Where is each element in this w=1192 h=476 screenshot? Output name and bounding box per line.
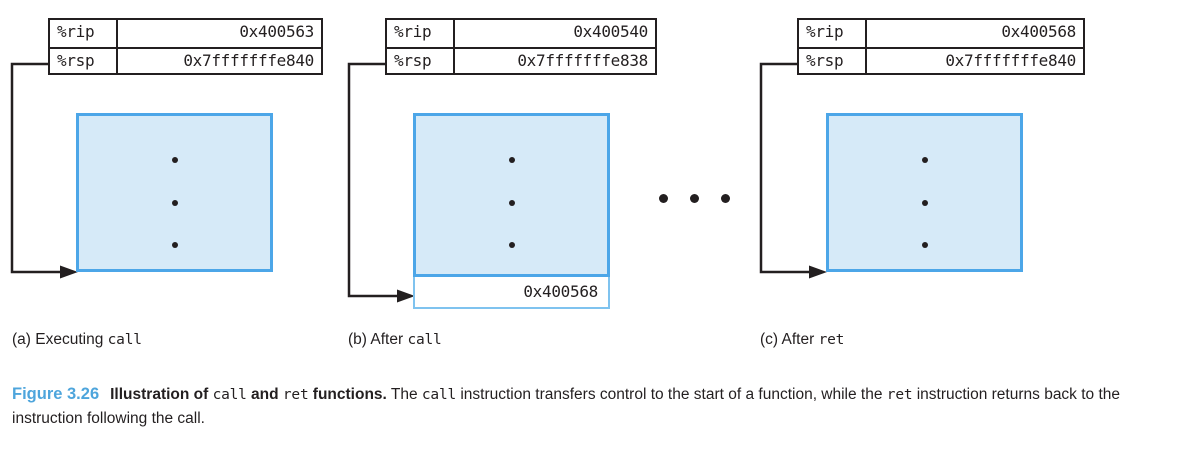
stack-pointer-connector-a: [10, 62, 78, 279]
figure-title-mid: and: [246, 386, 283, 403]
figure-title-call: call: [212, 387, 247, 403]
register-name: %rip: [799, 20, 867, 47]
stack-box-panel-c: [826, 113, 1023, 272]
panel-caption-a-text: (a) Executing: [12, 331, 108, 348]
register-value: 0x400568: [1001, 22, 1076, 41]
panel-caption-b-text: (b) After: [348, 331, 408, 348]
register-row-rsp: %rsp 0x7fffffffe838: [387, 47, 655, 74]
panel-caption-c: (c) After ret: [760, 330, 844, 350]
register-name: %rsp: [387, 49, 455, 74]
register-name: %rip: [50, 20, 118, 47]
pushed-return-address: 0x400568: [523, 282, 598, 301]
register-row-rsp: %rsp 0x7fffffffe840: [799, 47, 1083, 74]
panel-caption-c-mono: ret: [818, 332, 845, 348]
register-value: 0x7fffffffe838: [517, 51, 648, 70]
register-name: %rsp: [50, 49, 118, 74]
panel-caption-b: (b) After call: [348, 330, 442, 350]
stack-box-panel-b: [413, 113, 610, 277]
stack-vertical-ellipsis-a: [79, 157, 270, 248]
figure-title-post: functions.: [308, 386, 387, 403]
register-value: 0x400563: [239, 22, 314, 41]
panel-caption-c-text: (c) After: [760, 331, 819, 348]
register-table-panel-b: %rip 0x400540 %rsp 0x7fffffffe838: [385, 18, 657, 75]
register-row-rsp: %rsp 0x7fffffffe840: [50, 47, 321, 74]
panel-caption-a-mono: call: [107, 332, 142, 348]
stack-pointer-connector-b: [347, 62, 415, 303]
stack-box-panel-a: [76, 113, 273, 272]
register-table-panel-a: %rip 0x400563 %rsp 0x7fffffffe840: [48, 18, 323, 75]
register-value: 0x7fffffffe840: [183, 51, 314, 70]
figure-number: Figure 3.26: [12, 385, 100, 403]
register-value: 0x400540: [573, 22, 648, 41]
register-table-panel-c: %rip 0x400568 %rsp 0x7fffffffe840: [797, 18, 1085, 75]
register-name: %rsp: [799, 49, 867, 74]
figure-body-ret: ret: [886, 387, 913, 403]
register-name: %rip: [387, 20, 455, 47]
panel-caption-b-mono: call: [407, 332, 442, 348]
register-row-rip: %rip 0x400540: [387, 20, 655, 47]
figure-body-2: instruction transfers control to the sta…: [456, 386, 887, 403]
stack-vertical-ellipsis-b: [416, 157, 607, 248]
stack-pointer-connector-c: [759, 62, 827, 279]
register-row-rip: %rip 0x400563: [50, 20, 321, 47]
figure-title-pre: Illustration of: [110, 386, 213, 403]
figure-title-ret: ret: [282, 387, 309, 403]
stack-pushed-cell-panel-b: 0x400568: [413, 277, 610, 309]
stack-vertical-ellipsis-c: [829, 157, 1020, 248]
figure-body-1: The: [386, 386, 422, 403]
figure-body-call: call: [421, 387, 457, 403]
panel-caption-a: (a) Executing call: [12, 330, 142, 350]
figure-body-3: instruction returns back to the instruct…: [12, 386, 1121, 427]
register-row-rip: %rip 0x400568: [799, 20, 1083, 47]
register-value: 0x7fffffffe840: [945, 51, 1076, 70]
panel-separator-ellipsis: [659, 194, 730, 203]
